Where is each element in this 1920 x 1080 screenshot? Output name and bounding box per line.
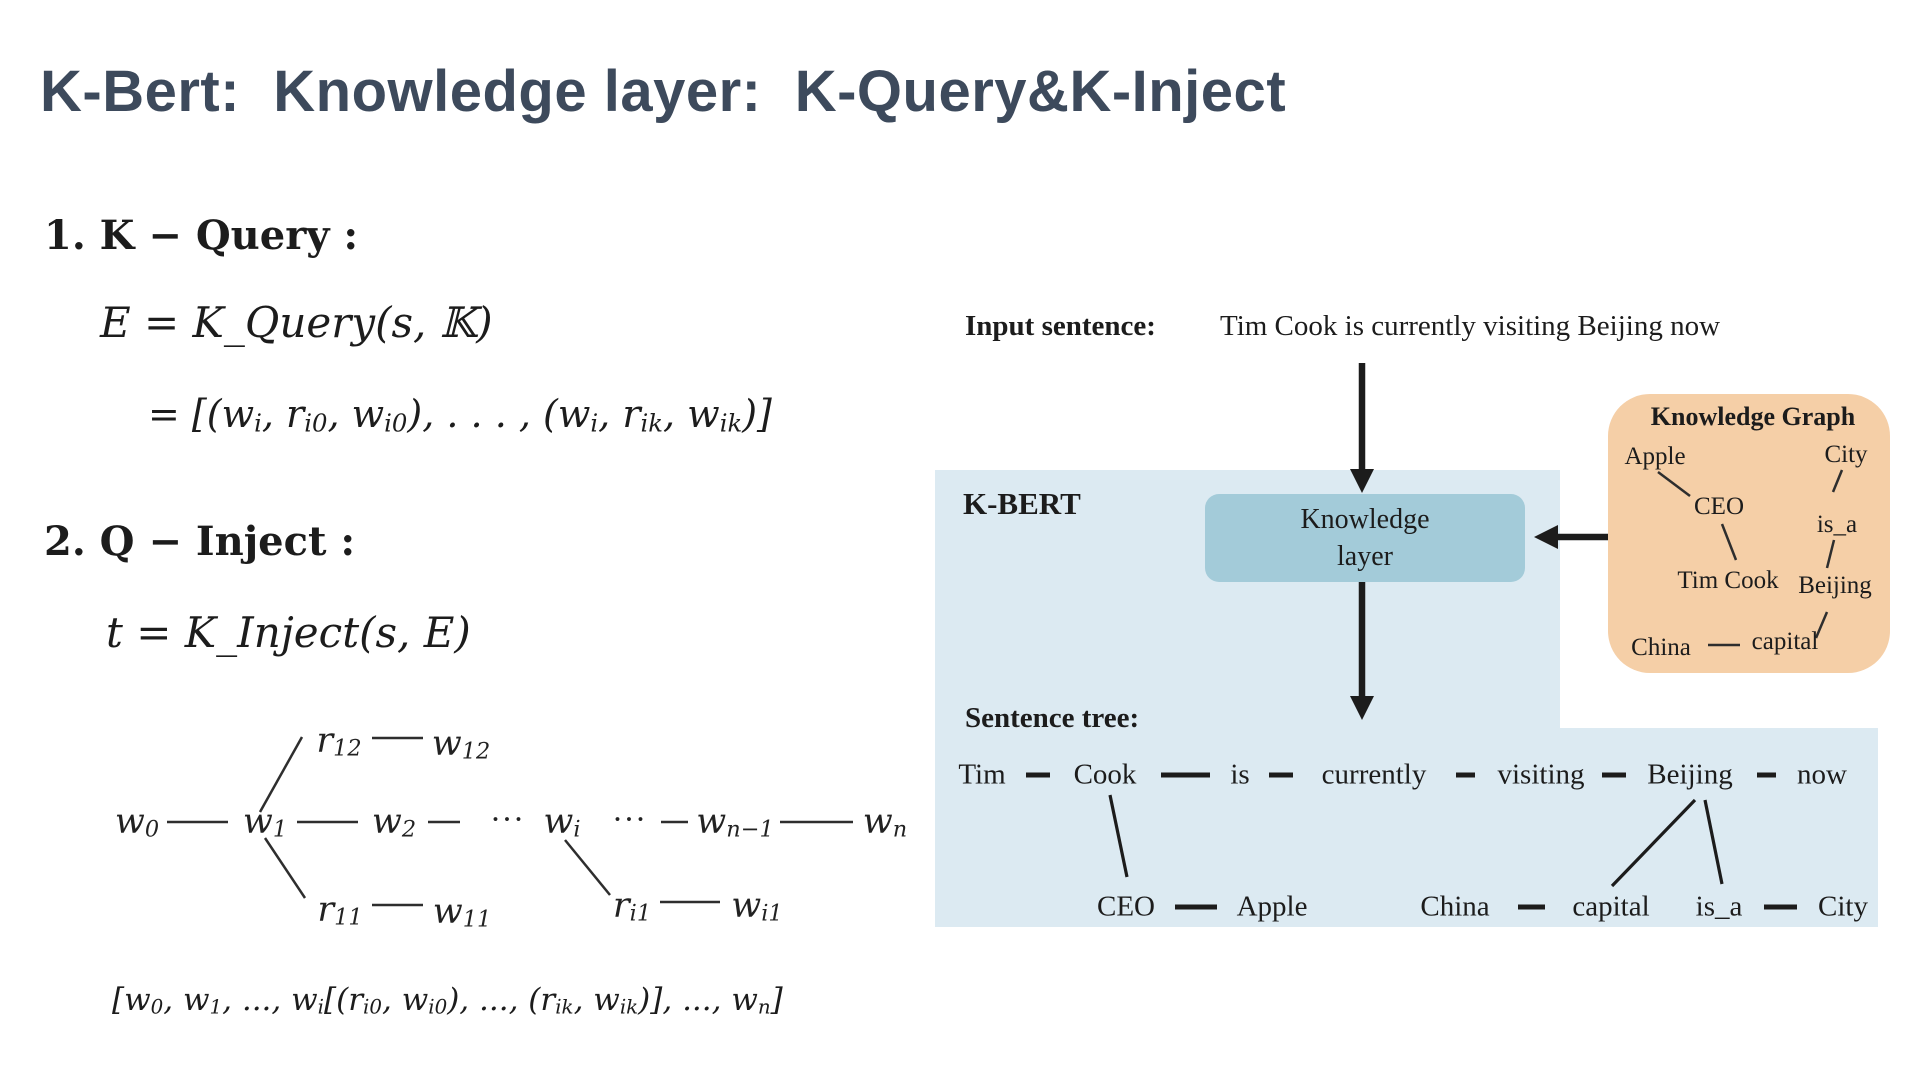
input-sentence-text: Tim Cook is currently visiting Beijing n… — [1220, 310, 1721, 342]
input-sentence-label: Input sentence: — [965, 310, 1156, 342]
st-word-capital: capital — [1572, 890, 1650, 923]
kg-node-capital: capital — [1751, 628, 1819, 655]
edge-w1-r11 — [263, 837, 307, 899]
kinject-heading: 2. Q − Inject : — [44, 518, 356, 565]
kg-node-beijing: Beijing — [1798, 572, 1872, 599]
knowledge-layer-line2: layer — [1337, 541, 1393, 572]
node-w0: w0 — [114, 801, 160, 843]
kquery-formula-expanded: = [(wi, ri0, wi0), . . . , (wi, rik, wik… — [148, 392, 772, 438]
kquery-formula: E = K_Query(s, 𝕂) — [100, 298, 493, 347]
st-word-city: City — [1818, 890, 1868, 923]
kg-edge-city-isa — [1831, 469, 1844, 493]
kinject-formula: t = K_Inject(s, E) — [106, 608, 471, 657]
diagram-graphics — [935, 363, 1890, 927]
ellipsis-left: ··· — [490, 802, 526, 838]
st-word-tim: Tim — [958, 758, 1006, 791]
kg-edge-apple-ceo — [1657, 471, 1691, 497]
kg-node-timcook: Tim Cook — [1677, 567, 1779, 594]
node-wi: wi — [543, 801, 581, 843]
kquery-heading: 1. K − Query : — [44, 212, 359, 259]
knowledge-graph-box — [1608, 394, 1890, 673]
edge-w1-r12 — [258, 736, 304, 813]
node-r12: r12 — [316, 720, 362, 762]
token-tree-schematic: w0 w1 w2 ··· wi ··· wn−1 wn r12 w12 r11 … — [90, 700, 920, 950]
injected-sequence-formula: [w0, w1, ..., wi[(ri0, wi0), ..., (rik, … — [112, 982, 783, 1019]
node-w12: w12 — [431, 723, 491, 765]
kbert-label: K-BERT — [963, 486, 1081, 521]
ellipsis-right: ··· — [612, 802, 648, 838]
sentence-tree-label: Sentence tree: — [965, 702, 1140, 734]
kg-node-apple: Apple — [1624, 443, 1686, 470]
kbert-architecture-diagram: Input sentence: Tim Cook is currently vi… — [930, 290, 1915, 945]
st-word-currently: currently — [1321, 758, 1427, 791]
edge-wi-ri1 — [564, 839, 611, 896]
node-ri1: ri1 — [612, 885, 652, 927]
st-word-beijing: Beijing — [1647, 758, 1733, 791]
st-word-now: now — [1797, 758, 1847, 791]
knowledge-graph-title: Knowledge Graph — [1650, 402, 1856, 431]
node-wn1: wn−1 — [696, 801, 774, 843]
node-r11: r11 — [317, 889, 363, 931]
st-word-ceo: CEO — [1097, 890, 1155, 923]
token-tree-lines — [167, 736, 853, 907]
st-edge-beijing-capital — [1610, 798, 1697, 888]
kg-node-city: City — [1824, 441, 1868, 468]
arrowhead-kg-to-layer — [1534, 525, 1558, 549]
node-w11: w11 — [432, 891, 492, 933]
st-word-is: is — [1230, 758, 1250, 791]
arrowhead-layer-to-tree — [1350, 696, 1374, 720]
kg-node-china: China — [1631, 634, 1691, 661]
st-word-isa: is_a — [1695, 890, 1743, 923]
st-word-apple: Apple — [1236, 890, 1308, 923]
kg-edge-isa-beijing — [1825, 539, 1836, 569]
st-edge-cook-ceo — [1108, 794, 1129, 878]
kg-edge-ceo-timcook — [1720, 523, 1738, 561]
arrowhead-input-to-layer — [1350, 469, 1374, 493]
node-w2: w2 — [371, 801, 417, 843]
node-wn: wn — [862, 801, 908, 843]
kg-edge-beijing-capital — [1814, 611, 1829, 639]
knowledge-layer-box — [1205, 494, 1525, 582]
knowledge-layer-line1: Knowledge — [1300, 504, 1430, 535]
st-word-visiting: visiting — [1497, 758, 1585, 791]
slide-title: K-Bert: Knowledge layer: K-Query&K-Injec… — [40, 59, 1287, 124]
st-edge-beijing-isa — [1703, 799, 1724, 885]
kg-node-ceo: CEO — [1694, 493, 1744, 520]
kbert-panel — [935, 470, 1878, 927]
st-word-cook: Cook — [1073, 758, 1137, 791]
st-word-china: China — [1420, 890, 1490, 923]
node-w1: w1 — [242, 801, 288, 843]
node-wi1: wi1 — [731, 885, 783, 927]
kg-node-isa: is_a — [1816, 511, 1858, 538]
